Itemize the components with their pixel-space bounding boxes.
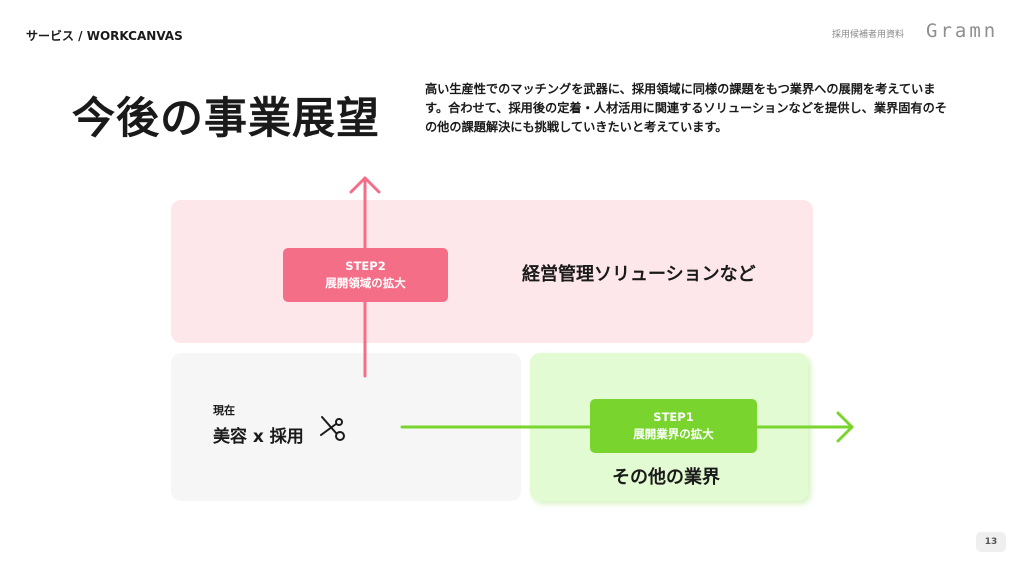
step1-badge: STEP1 展開業界の拡大	[590, 399, 757, 453]
step2-badge: STEP2 展開領域の拡大	[283, 248, 448, 302]
company-logo: Gramn	[926, 20, 999, 42]
breadcrumb: サービス / WORKCANVAS	[26, 29, 183, 43]
document-label: 採用候補者用資料	[832, 30, 905, 40]
current-main-label: 美容 x 採用	[213, 427, 304, 447]
pink-zone	[171, 200, 813, 343]
step2-caption: 展開領域の拡大	[325, 276, 406, 290]
step2-label: STEP2	[345, 259, 386, 273]
green-zone-label: その他の業界	[612, 467, 720, 488]
pink-zone-label: 経営管理ソリューションなど	[522, 264, 756, 285]
page-number: 13	[976, 532, 1006, 552]
current-small-label: 現在	[213, 404, 235, 417]
step1-label: STEP1	[653, 410, 694, 424]
page-title: 今後の事業展望	[72, 94, 380, 144]
scissors-icon	[320, 416, 345, 441]
page-description: 高い生産性でのマッチングを武器に、採用領域に同様の課題をもつ業界への展開を考えて…	[425, 82, 947, 134]
step1-caption: 展開業界の拡大	[633, 427, 714, 441]
